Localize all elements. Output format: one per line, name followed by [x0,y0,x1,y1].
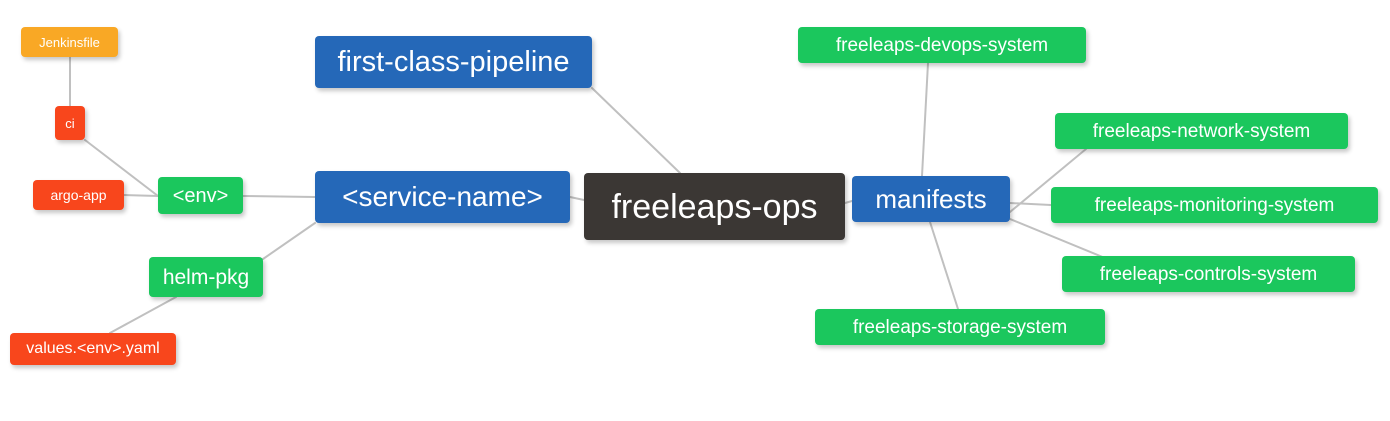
mindmap-node-manifests[interactable]: manifests [852,176,1010,222]
mindmap-node-controls-system[interactable]: freeleaps-controls-system [1062,256,1355,292]
mindmap-node-argo-app[interactable]: argo-app [33,180,124,210]
edge-freeleaps-ops-to-manifests [844,200,853,204]
mindmap-node-network-system[interactable]: freeleaps-network-system [1055,113,1348,149]
mindmap-node-devops-system[interactable]: freeleaps-devops-system [798,27,1086,63]
edge-env-to-service-name [242,195,316,198]
edge-manifests-to-storage-system [929,221,959,310]
edge-first-class-pipeline-to-freeleaps-ops [591,87,681,174]
edge-helm-pkg-to-values-yaml [109,296,177,334]
mindmap-node-storage-system[interactable]: freeleaps-storage-system [815,309,1105,345]
edge-service-name-to-freeleaps-ops [569,196,585,201]
mindmap-node-monitoring-system[interactable]: freeleaps-monitoring-system [1051,187,1378,223]
edge-service-name-to-helm-pkg [262,222,316,260]
mindmap-node-helm-pkg[interactable]: helm-pkg [149,257,263,297]
mindmap-node-values-yaml[interactable]: values.<env>.yaml [10,333,176,365]
mindmap-node-first-class-pipeline[interactable]: first-class-pipeline [315,36,592,88]
mindmap-node-ci[interactable]: ci [55,106,85,140]
mindmap-node-jenkinsfile[interactable]: Jenkinsfile [21,27,118,57]
edge-argo-app-to-env [123,194,159,197]
edge-manifests-to-controls-system [1009,218,1106,259]
edge-manifests-to-devops-system [921,62,929,177]
edge-manifests-to-network-system [1009,148,1087,213]
mindmap-node-service-name[interactable]: <service-name> [315,171,570,223]
edge-manifests-to-monitoring-system [1009,202,1052,206]
mindmap-node-freeleaps-ops[interactable]: freeleaps-ops [584,173,845,240]
edge-ci-to-env [84,139,159,197]
mindmap-node-env[interactable]: <env> [158,177,243,214]
